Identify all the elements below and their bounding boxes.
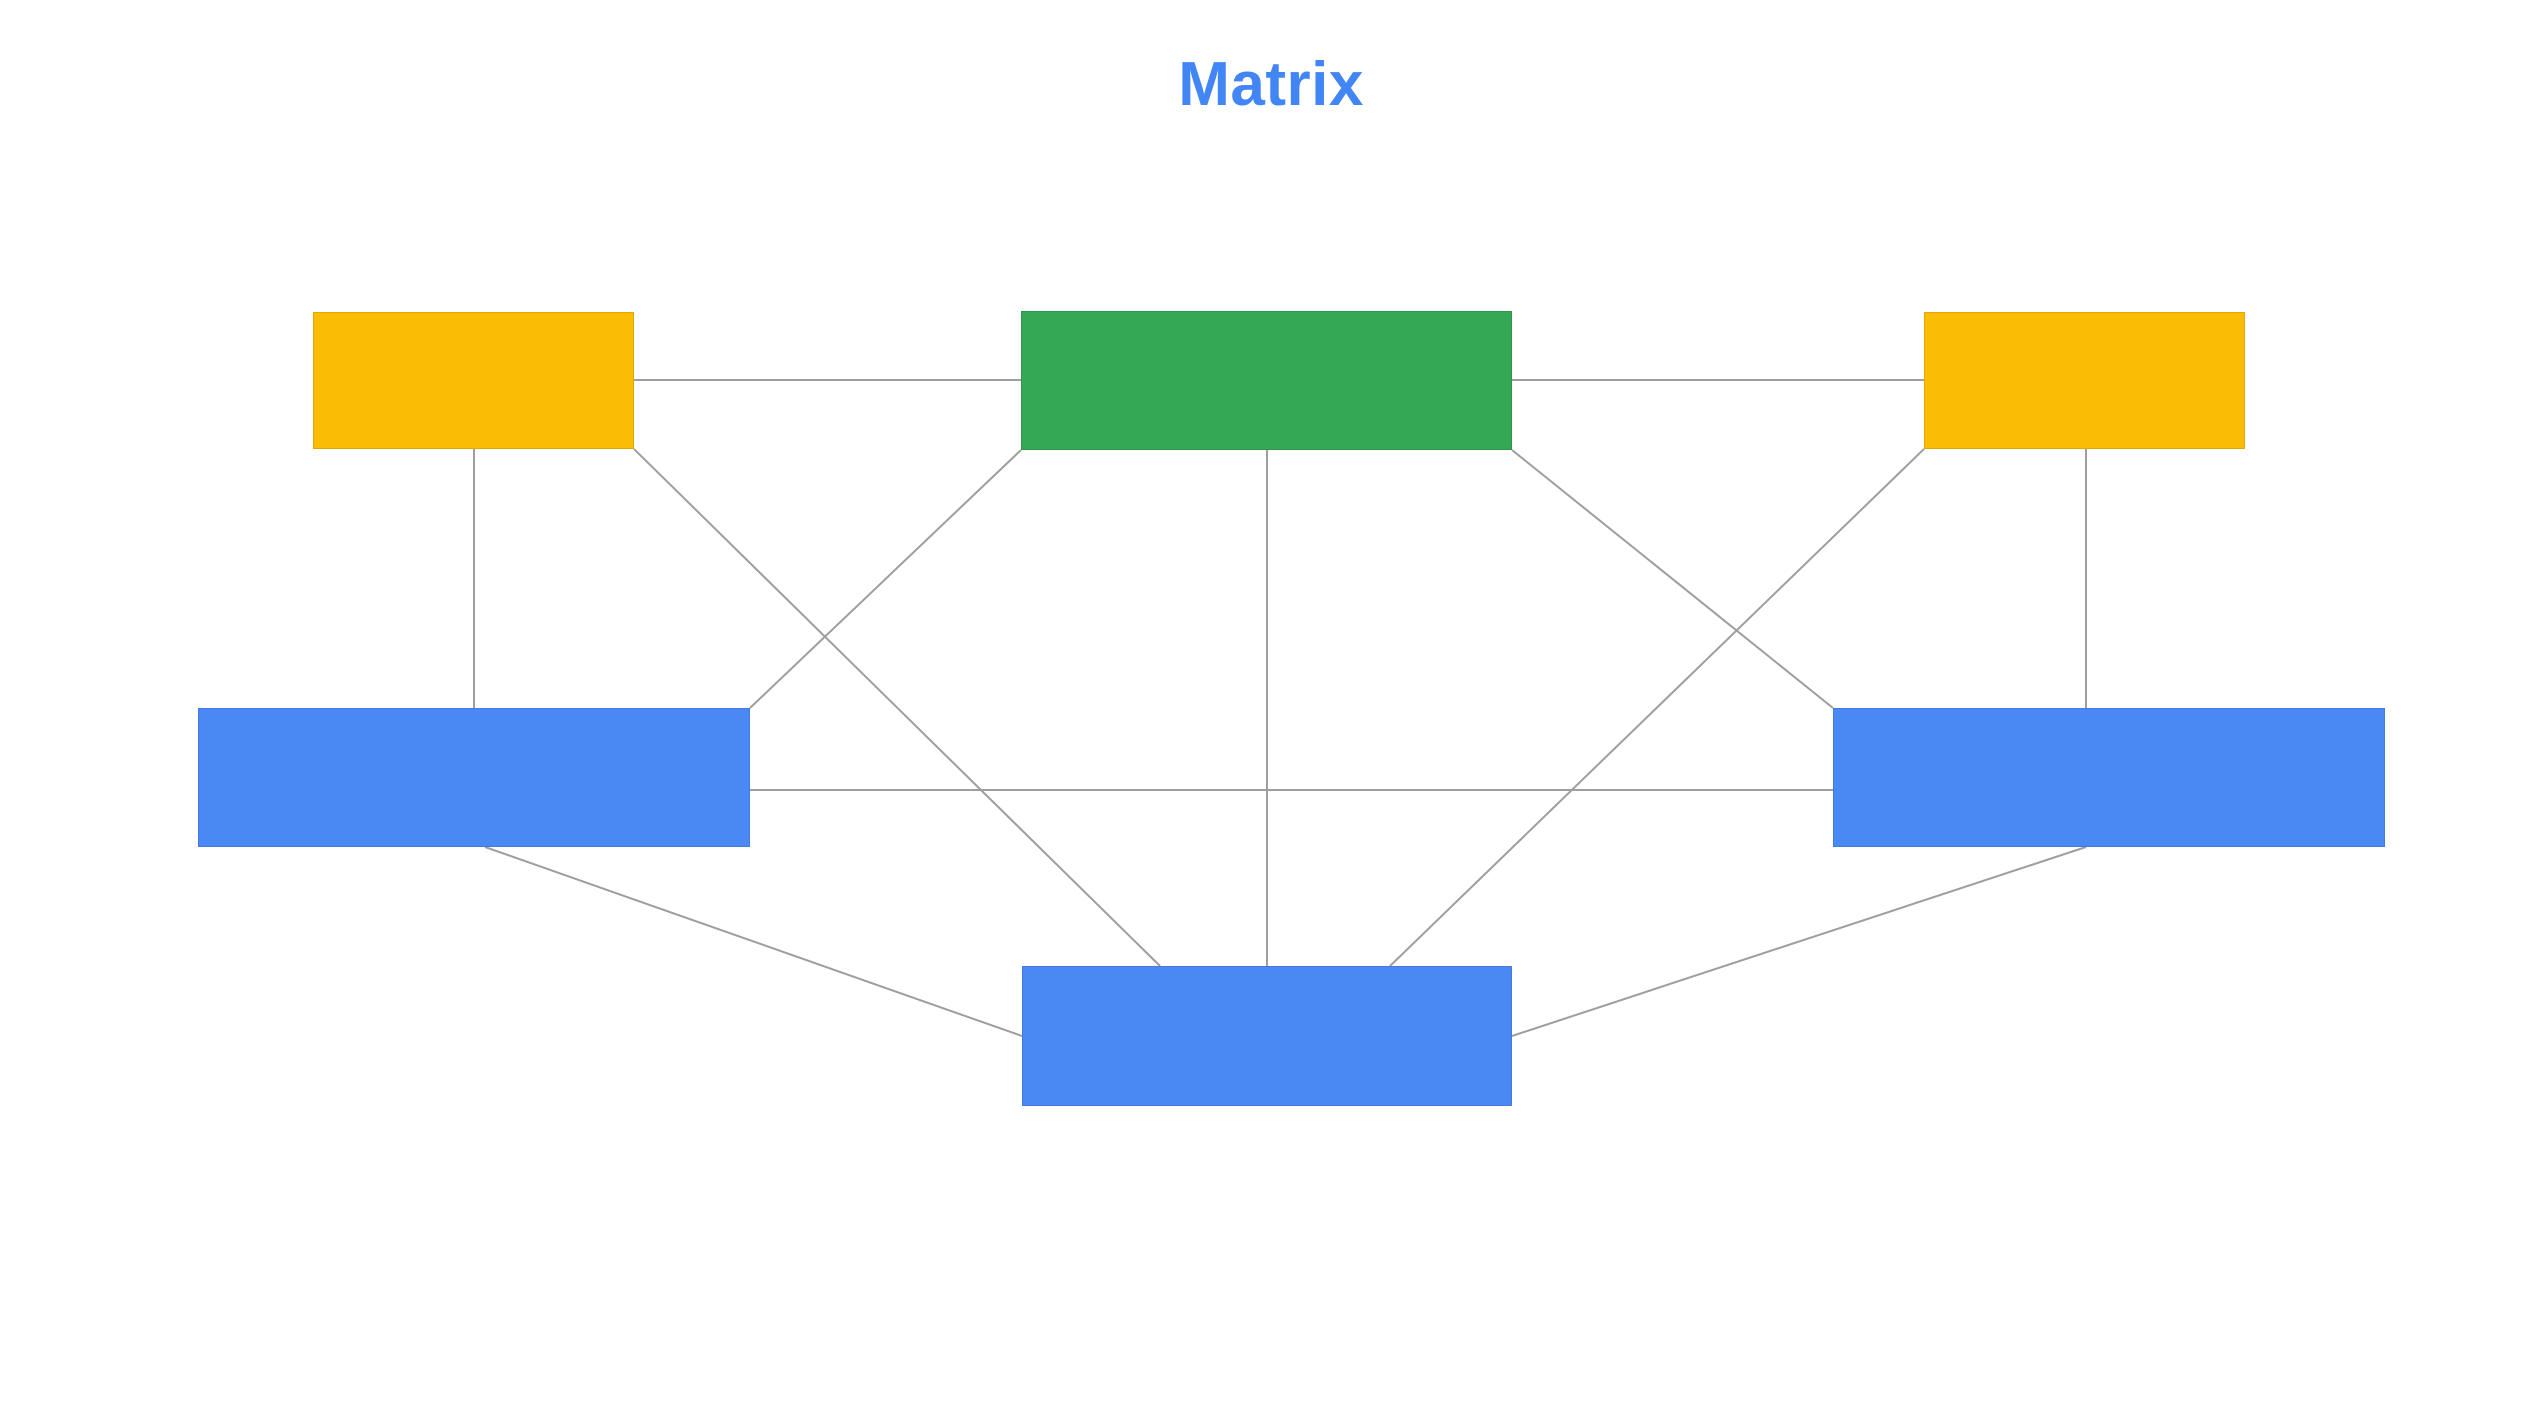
edge-n2-n5 [1511, 449, 1834, 709]
edge-n5-n6 [1511, 846, 2087, 1037]
node-n4[interactable] [198, 708, 750, 847]
node-n5[interactable] [1833, 708, 2385, 847]
node-n1[interactable] [313, 312, 634, 449]
node-n2[interactable] [1021, 311, 1512, 450]
edge-n4-n6 [484, 846, 1023, 1037]
page-title: Matrix [1178, 50, 1364, 119]
node-n3[interactable] [1924, 312, 2245, 449]
node-n6[interactable] [1022, 966, 1512, 1106]
edge-n2-n4 [749, 449, 1022, 709]
